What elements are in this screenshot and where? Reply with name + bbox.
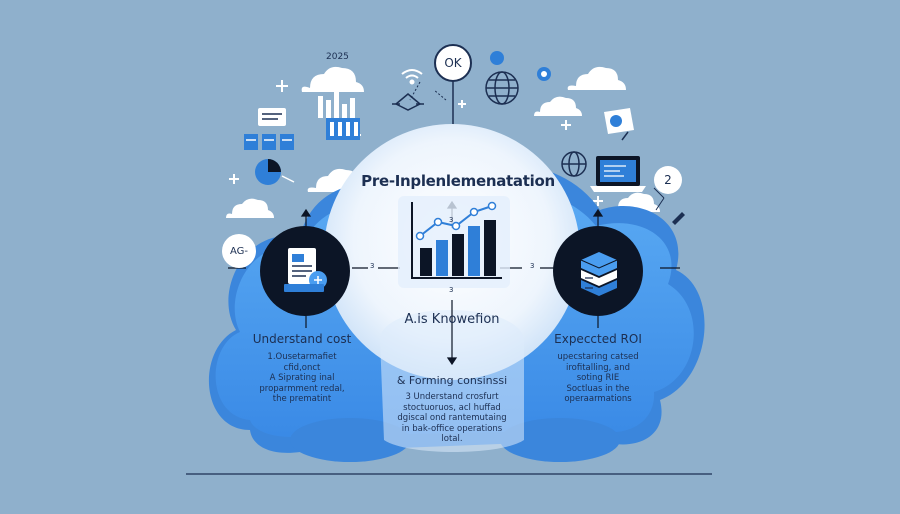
globe-icon [485, 71, 519, 105]
center-subtitle: A.is Knowefion [404, 312, 500, 327]
right-body: upecstaring catsed irofitalling, and sot… [557, 352, 638, 405]
ok-speech-bubble-icon: OK [434, 44, 472, 82]
right-body-line: upecstaring catsed [557, 352, 639, 362]
right-heading: Expeccted ROI [554, 332, 642, 346]
cloud-icon [226, 198, 274, 218]
ok-label: OK [444, 56, 462, 70]
globe-icon [561, 151, 587, 177]
right-body-line: irofitalling, and [565, 362, 631, 373]
center-body-line: stoctuoruos, acl huffad [403, 402, 501, 413]
center-heading: & Forming consinssi [396, 374, 508, 387]
server-stack-icon [580, 252, 618, 296]
left-heading: Understand cost [252, 332, 352, 346]
left-body-line: proparmment redal, [259, 383, 345, 394]
pie-chart-icon [255, 159, 295, 185]
left-body-line: A Siprating inal [269, 373, 335, 383]
wifi-icon [401, 69, 423, 85]
cloud-icon [567, 66, 626, 90]
center-step-top: 3 [449, 216, 454, 224]
location-icon [537, 67, 551, 81]
laptop-icon [590, 156, 646, 192]
left-body-line: the prematint [272, 394, 332, 404]
document-icon [284, 248, 327, 292]
center-title: Pre-Inplenlemenatation [361, 172, 555, 190]
right-body-line: Soctluas in the [566, 383, 630, 394]
cloud-icon [301, 66, 364, 92]
bar-chart-icon [318, 92, 360, 140]
right-body-line: soting RIE [576, 373, 620, 383]
center-step-bottom: 3 [449, 286, 454, 294]
left-badge: AG- [222, 234, 256, 268]
left-stage-circle [260, 226, 350, 316]
center-body: 3 Understand crosfurt stoctuoruos, acl h… [397, 392, 506, 445]
center-body-line: in bak-office operations [401, 423, 503, 434]
drone-icon [392, 93, 424, 111]
document-icon [244, 108, 294, 150]
right-connector-number: 3 [530, 262, 535, 270]
shield-icon [490, 51, 504, 65]
center-bar-chart-icon [398, 196, 510, 288]
left-connector-number: 3 [370, 262, 375, 270]
center-body-line: dgiscal ond rantemutaing [397, 413, 507, 423]
right-badge: 2 [654, 166, 682, 194]
chart-panel-icon [604, 108, 634, 141]
cloud-icon [534, 96, 582, 116]
center-body-line: lotal. [441, 434, 463, 444]
right-stage-circle [553, 226, 643, 316]
left-body-line: cfid,onct [283, 362, 321, 373]
left-body-line: 1.Ousetarmafiet [267, 352, 337, 362]
center-body-line: 3 Understand crosfurt [405, 392, 499, 402]
pen-icon [672, 212, 685, 225]
right-body-line: operaarmations [564, 394, 632, 404]
left-body: 1.Ousetarmafiet cfid,onct A Siprating in… [259, 352, 344, 405]
year-tag: 2025 [326, 52, 349, 62]
